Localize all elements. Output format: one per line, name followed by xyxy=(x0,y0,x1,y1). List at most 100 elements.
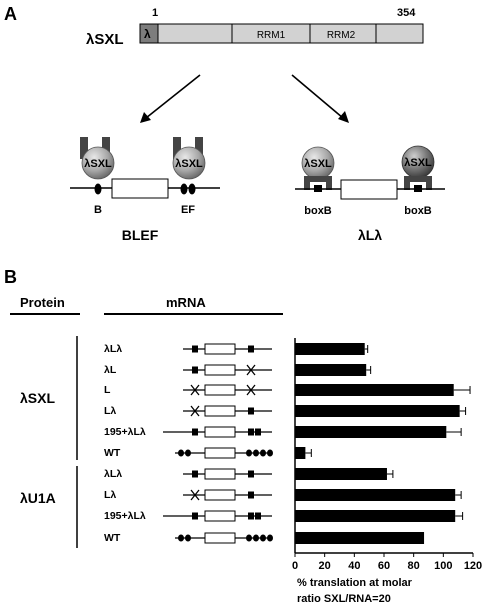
native-site xyxy=(178,449,184,457)
arrows xyxy=(140,74,349,123)
protein-sphere-right xyxy=(172,146,206,180)
row-label: λLλ xyxy=(104,343,122,355)
construct-diagram xyxy=(183,343,272,355)
boxb-site xyxy=(192,345,198,353)
row-label: 195+λLλ xyxy=(104,510,146,522)
boxb-site xyxy=(248,470,254,478)
orf-box xyxy=(204,405,236,417)
arrow-left-head xyxy=(140,112,151,123)
site-f xyxy=(188,183,196,195)
arrow-right-head xyxy=(338,111,349,123)
orf-box xyxy=(340,179,398,200)
boxb-site xyxy=(248,512,254,520)
boxb-site xyxy=(248,491,254,499)
binding-cap-right xyxy=(404,176,432,190)
x-tick-label: 60 xyxy=(378,560,390,572)
bar xyxy=(295,405,460,417)
bar xyxy=(295,343,365,355)
mutated-site-stroke xyxy=(190,489,200,501)
position-end: 354 xyxy=(397,7,416,19)
protein-name: λSXL xyxy=(86,31,124,48)
boxb-site xyxy=(192,512,198,520)
boxb-site xyxy=(192,470,198,478)
construct-name-blef: BLEF xyxy=(122,227,159,243)
row-label: λL xyxy=(104,364,117,376)
sphere-label-left: λSXL xyxy=(84,158,112,170)
site-e xyxy=(180,183,188,195)
bar xyxy=(295,532,425,544)
construct-diagram xyxy=(183,468,272,480)
domain-bar: λSXL 1 354 λ RRM1 RRM2 xyxy=(86,7,424,48)
construct-name-lambda-l-lambda: λLλ xyxy=(358,227,382,243)
site-label-boxb-right: boxB xyxy=(404,205,432,217)
x-tick-label: 0 xyxy=(292,560,298,572)
row-label: λLλ xyxy=(104,468,122,480)
orf-box xyxy=(204,384,236,396)
x-tick-label: 80 xyxy=(408,560,420,572)
orf-box xyxy=(111,178,169,199)
boxb-site xyxy=(248,407,254,415)
panel-a-label: A xyxy=(4,4,17,24)
bar xyxy=(295,489,456,501)
row-label: Lλ xyxy=(104,405,116,417)
arrow-left xyxy=(145,74,201,119)
orf-box xyxy=(204,447,236,459)
site-label-b: B xyxy=(94,204,102,216)
mrna-construct-diagrams xyxy=(163,343,273,544)
protein-sphere-left xyxy=(81,146,115,180)
row-labels: λLλ λL L Lλ 195+λLλ WT λLλ Lλ 195+λLλ WT xyxy=(104,343,146,544)
site-b xyxy=(94,183,102,195)
orf-box xyxy=(204,426,236,438)
column-header-mrna: mRNA xyxy=(166,295,206,310)
row-label: WT xyxy=(104,532,121,544)
boxb-site xyxy=(255,428,261,436)
column-header-protein: Protein xyxy=(20,295,65,310)
construct-diagram xyxy=(183,489,272,501)
native-site xyxy=(185,534,191,542)
mutated-site-stroke xyxy=(246,384,256,396)
x-axis-label-line-1: % translation at molar xyxy=(297,577,413,589)
group-label-lambda-sxl: λSXL xyxy=(20,390,55,406)
bar xyxy=(295,426,447,438)
row-label: WT xyxy=(104,447,121,459)
boxb-site-left xyxy=(314,185,322,192)
blef-construct: λSXL λSXL B EF BLEF xyxy=(70,137,220,243)
row-label: 195+λLλ xyxy=(104,426,146,438)
x-tick-label: 100 xyxy=(434,560,452,572)
native-site xyxy=(253,534,259,542)
native-site xyxy=(178,534,184,542)
boxb-site xyxy=(192,428,198,436)
orf-box xyxy=(204,468,236,480)
bar xyxy=(295,447,306,459)
construct-diagram xyxy=(163,426,272,438)
construct-diagram xyxy=(163,510,272,522)
lambda-domain xyxy=(139,23,159,44)
native-site xyxy=(253,449,259,457)
site-label-ef: EF xyxy=(181,204,195,216)
sphere-label-right: λSXL xyxy=(404,157,432,169)
orf-box xyxy=(204,343,236,355)
construct-diagram xyxy=(183,364,272,376)
mutated-site-stroke xyxy=(190,384,200,396)
construct-diagram xyxy=(175,447,273,459)
orf-box xyxy=(204,489,236,501)
boxb-site xyxy=(248,428,254,436)
x-tick-label: 20 xyxy=(319,560,331,572)
position-start: 1 xyxy=(152,7,158,19)
mutated-site-stroke xyxy=(246,364,256,376)
site-label-boxb-left: boxB xyxy=(304,205,332,217)
native-site xyxy=(246,534,252,542)
orf-box xyxy=(204,364,236,376)
construct-diagram xyxy=(175,532,273,544)
boxb-site xyxy=(248,345,254,353)
native-site xyxy=(260,449,266,457)
orf-box xyxy=(204,532,236,544)
boxb-site-right xyxy=(414,185,422,192)
bar xyxy=(295,384,454,396)
rrm1-label: RRM1 xyxy=(257,30,286,41)
orf-box xyxy=(204,510,236,522)
native-site xyxy=(260,534,266,542)
boxb-site xyxy=(192,366,198,374)
